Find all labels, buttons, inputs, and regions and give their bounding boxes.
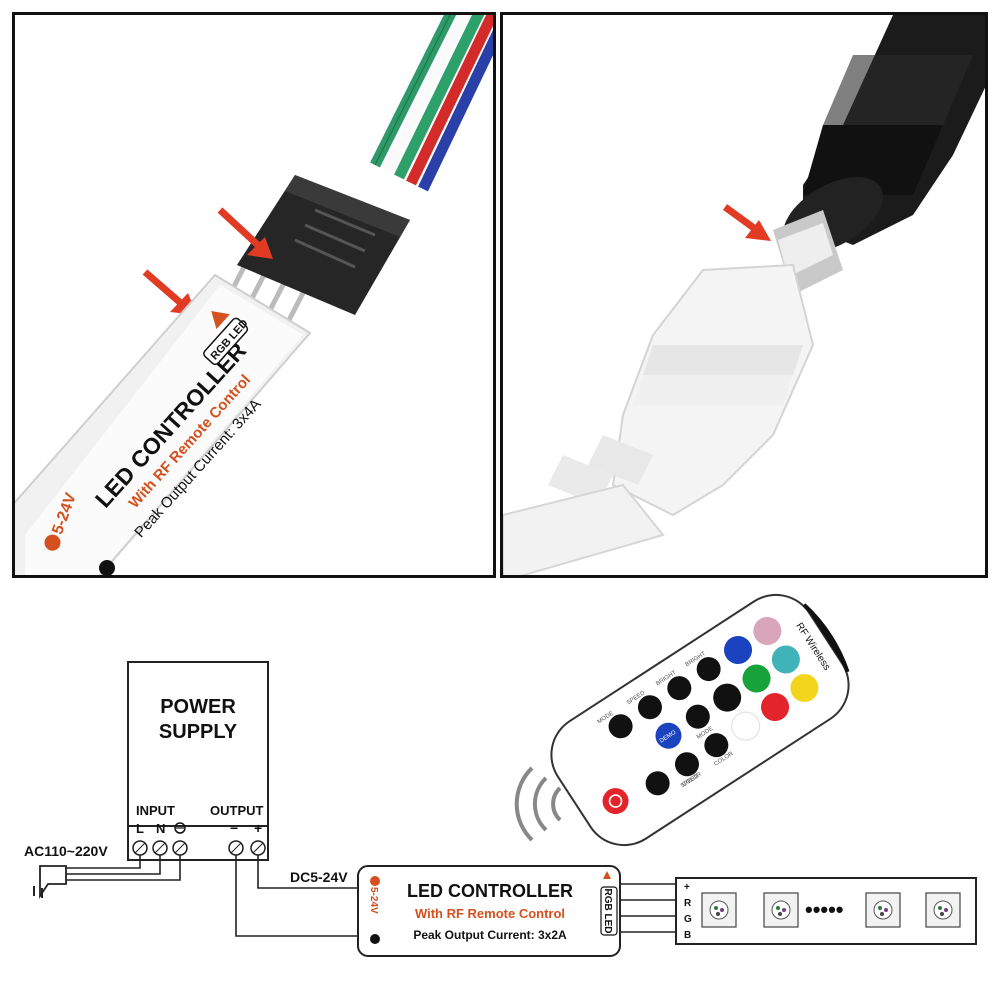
ac-plug-icon [33, 865, 67, 899]
arrow-icon [217, 207, 273, 259]
strip-pin-b: B [684, 930, 691, 941]
dc-voltage-label: DC5-24V [290, 869, 348, 885]
controller-photo-illustration: LED CONTROLLER With RF Remote Control Pe… [15, 15, 493, 575]
led-chip [763, 892, 799, 928]
strip-wires [620, 883, 676, 933]
strip-continuation-dots: ••••• [805, 897, 844, 922]
rgb-wires [370, 15, 493, 192]
white-color-button [731, 711, 761, 741]
dc-output-wires [235, 855, 362, 937]
terminal-n-label: N [156, 821, 165, 836]
controller-voltage: 5-24V [368, 887, 379, 914]
ground-icon [174, 822, 186, 834]
minus-marker [99, 560, 115, 575]
rf-remote: RF Wireless BRIGHT BRIGHT SPEED SPEED MO… [550, 593, 850, 847]
led-controller: LED CONTROLLER With RF Remote Control Pe… [357, 865, 621, 957]
terminal-l-label: L [136, 821, 144, 836]
dc-jack-illustration [503, 15, 985, 575]
controller-subtitle: With RF Remote Control [415, 906, 565, 921]
led-controller-body [15, 273, 312, 575]
warning-icon [603, 871, 611, 879]
ac-voltage-label: AC110~220V [24, 843, 108, 859]
mode-down-button [608, 714, 633, 739]
power-supply-title-2: SUPPLY [159, 721, 238, 743]
black-4pin-connector [237, 175, 410, 315]
blue-color-button [724, 636, 753, 665]
speed-up-button [637, 695, 662, 720]
strip-pin-r: R [684, 898, 692, 909]
wiring-diagram: POWER SUPPLY INPUT OUTPUT L N − + AC110~… [24, 593, 977, 957]
red-color-button [761, 693, 790, 722]
power-button [602, 788, 629, 815]
controller-title: LED CONTROLLER [407, 881, 573, 901]
led-chip [701, 892, 737, 928]
power-supply-title-1: POWER [160, 696, 236, 718]
color-down-button [674, 752, 699, 777]
color-up-button [704, 733, 729, 758]
terminal-plus-label: + [254, 820, 262, 836]
green-color-button [742, 664, 771, 693]
led-strip: + R G B ••••• [675, 877, 977, 945]
bright-up-button [696, 657, 721, 682]
output-label: OUTPUT [210, 803, 264, 818]
strip-pin-plus: + [684, 882, 690, 893]
mode-up-button [685, 704, 710, 729]
photo-controller-connector: LED CONTROLLER With RF Remote Control Pe… [12, 12, 496, 578]
led-chip [865, 892, 901, 928]
power-supply: POWER SUPPLY INPUT OUTPUT L N − + [127, 661, 269, 861]
ac-input-wires [60, 855, 181, 881]
wireless-signal-icon [514, 766, 562, 842]
pink-color-button [753, 616, 782, 645]
purple-color-button [713, 683, 742, 712]
photo-dc-jack [500, 12, 988, 578]
white-dc-male-plug [503, 263, 815, 575]
screw-terminals [132, 840, 266, 856]
strip-pin-g: G [684, 914, 692, 925]
speed-down-button [645, 771, 670, 796]
cyan-color-button [771, 645, 800, 674]
arrow-icon [722, 204, 771, 241]
controller-current: Peak Output Current: 3x2A [413, 928, 567, 942]
black-dc-female-plug [783, 15, 985, 253]
led-chip [925, 892, 961, 928]
demo-button [655, 722, 682, 749]
controller-badge: RGB LED [602, 889, 613, 934]
yellow-color-button [790, 673, 819, 702]
power-icon [608, 794, 623, 808]
bright-down-button [667, 676, 692, 701]
terminal-minus-label: − [230, 820, 238, 836]
input-label: INPUT [136, 803, 175, 818]
